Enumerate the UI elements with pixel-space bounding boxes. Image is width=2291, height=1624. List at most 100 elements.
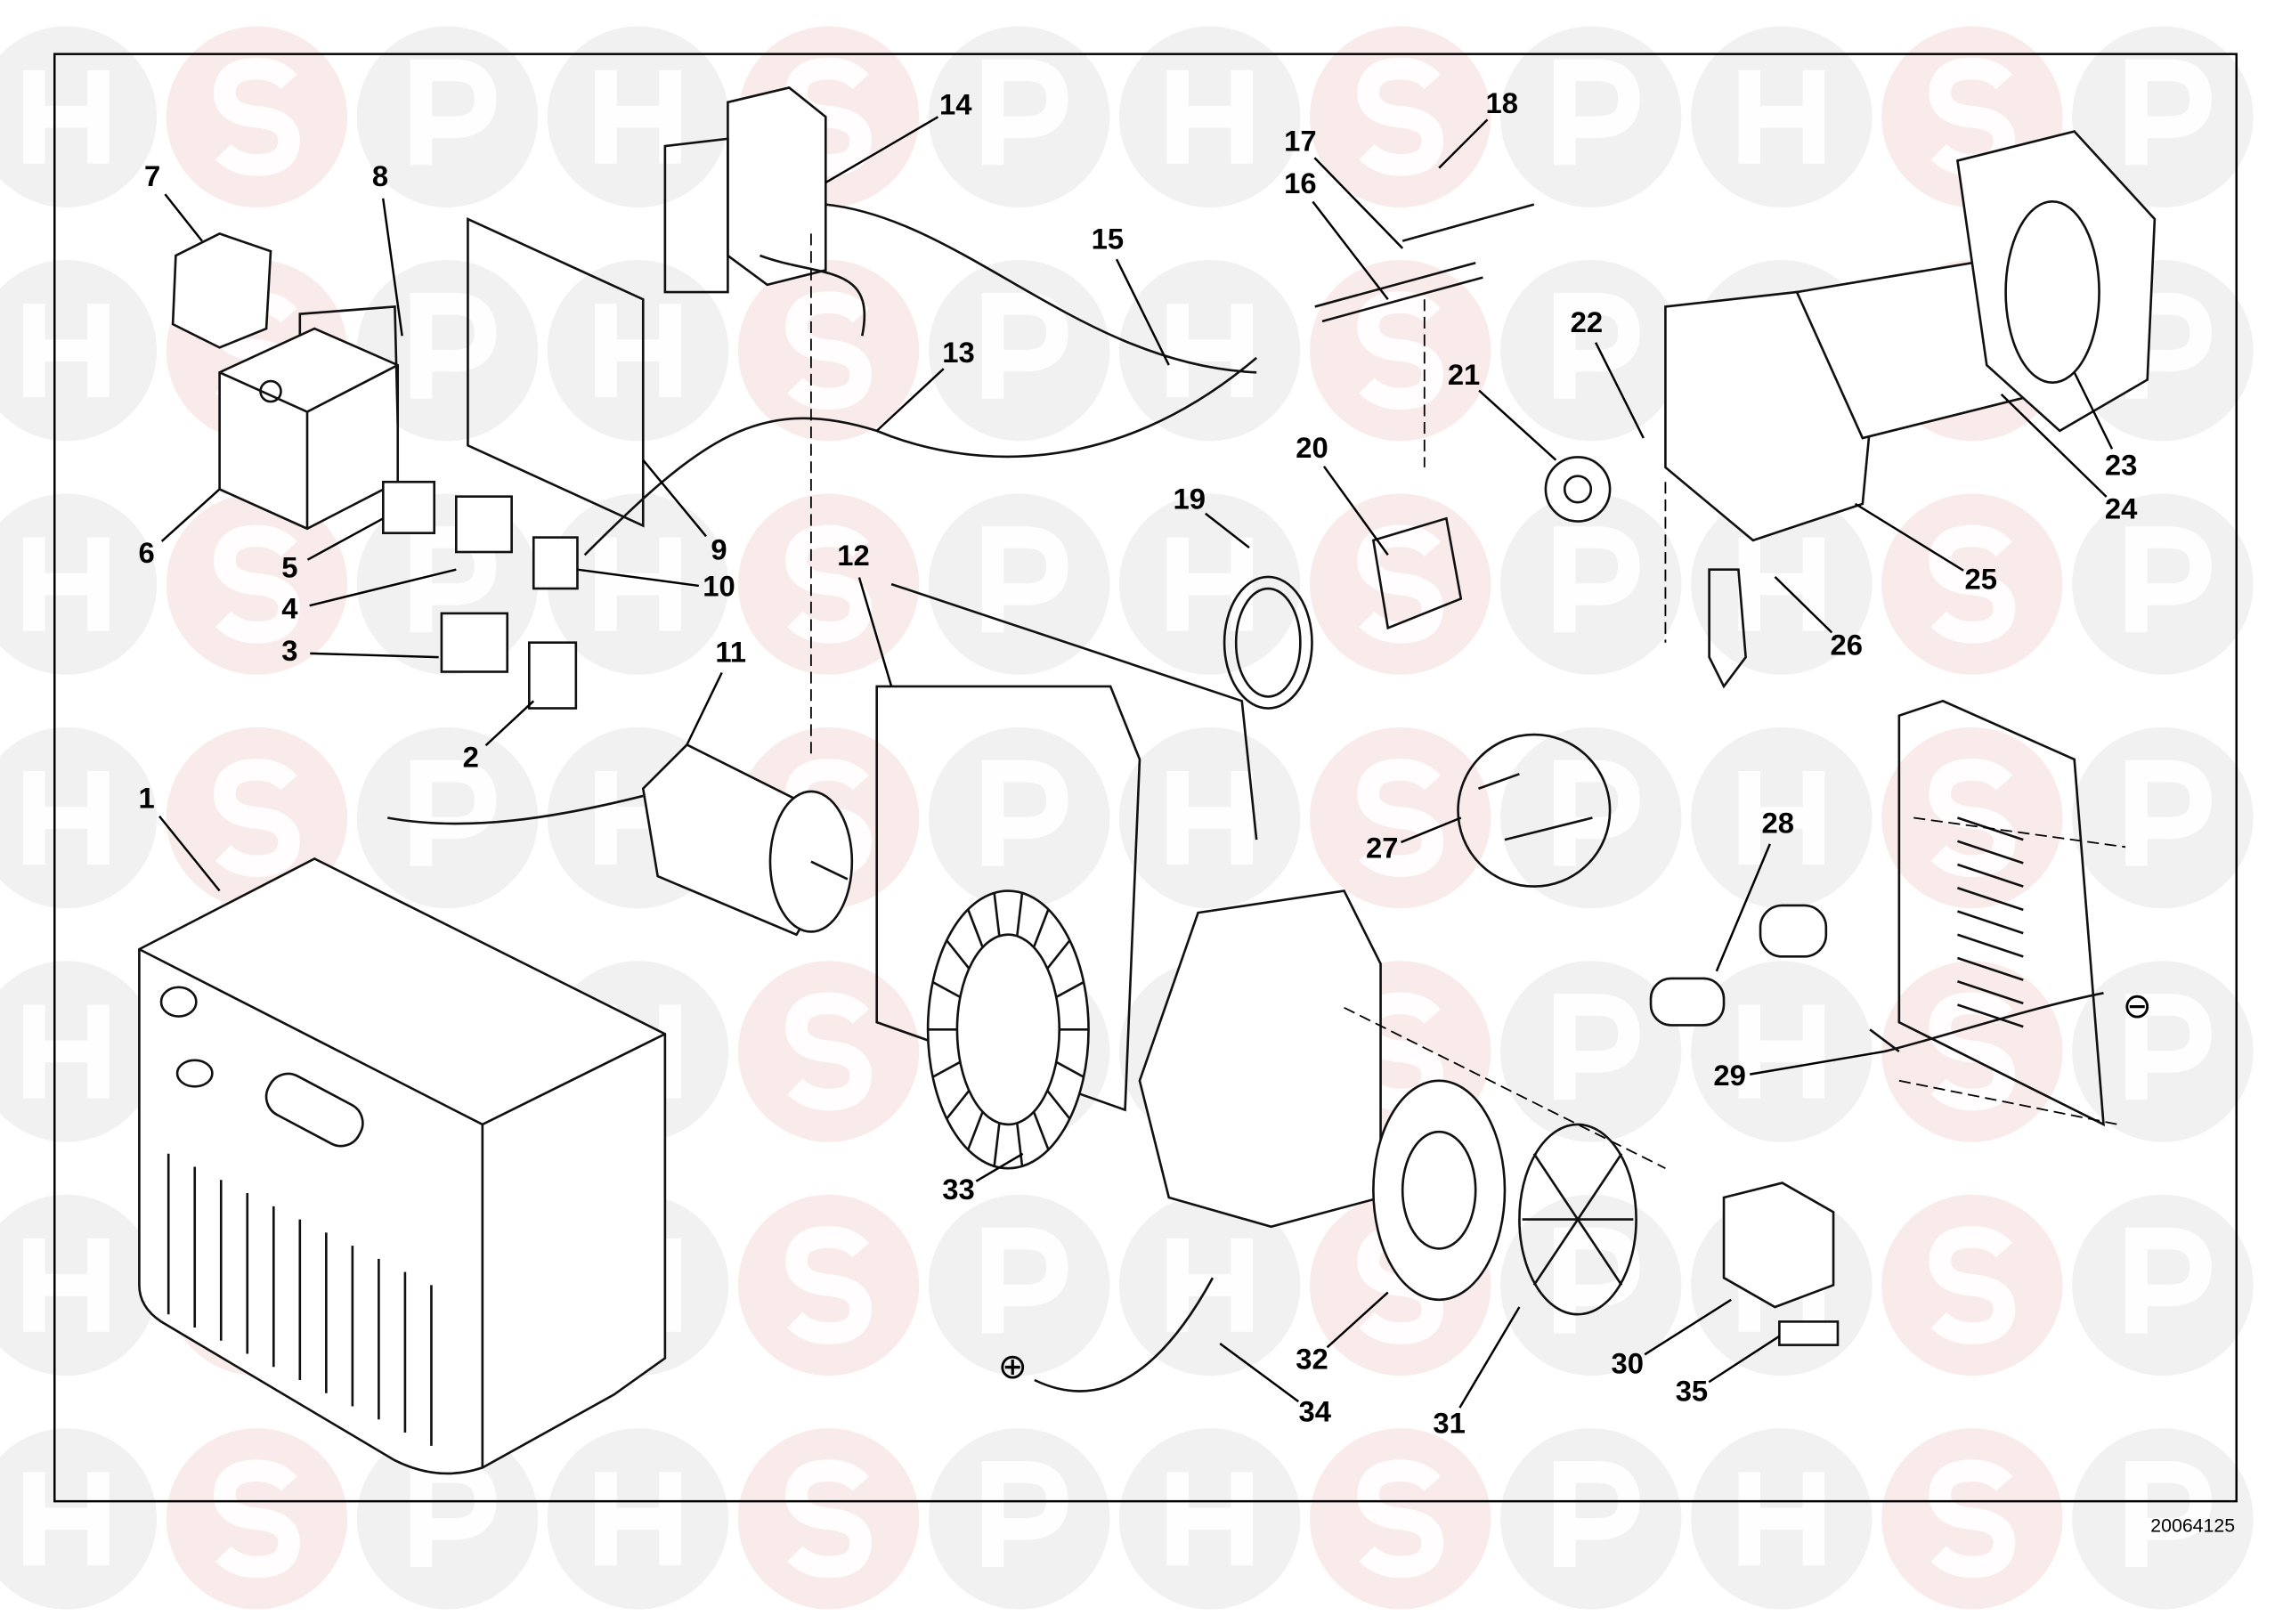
part-5-connector: [381, 480, 436, 534]
callout-1[interactable]: 1: [138, 782, 154, 815]
watermark-letter-h: [1166, 1472, 1254, 1566]
fan-blade: [1055, 980, 1085, 999]
leader-line: [1715, 843, 1771, 972]
callout-35[interactable]: 35: [1676, 1374, 1708, 1407]
fan-blade: [966, 1111, 984, 1150]
watermark-letter-s: [214, 57, 300, 176]
cover-slot: [1957, 887, 2024, 912]
fan-blade: [1032, 1111, 1050, 1150]
callout-31[interactable]: 31: [1433, 1407, 1465, 1440]
part-board: [467, 216, 645, 528]
leader-line: [164, 193, 203, 242]
part-4-connector: [455, 495, 513, 554]
leader-line: [1750, 1050, 1885, 1076]
watermark-letter-s: [785, 57, 872, 176]
fan-blade: [993, 1123, 1001, 1166]
watermark-letter-h: [595, 69, 681, 164]
watermark-letter-h: [22, 1004, 110, 1099]
cover-slot: [1957, 910, 2024, 935]
leader-line: [160, 488, 221, 542]
leader-line: [975, 1152, 1024, 1182]
watermark-letter-h: [22, 304, 110, 398]
callout-3[interactable]: 3: [281, 634, 297, 667]
callout-19[interactable]: 19: [1173, 482, 1205, 515]
watermark-letter-s: [1357, 759, 1444, 877]
callout-4[interactable]: 4: [281, 591, 298, 624]
callout-17[interactable]: 17: [1284, 124, 1316, 157]
watermark-letter-p: [1553, 526, 1640, 633]
fan-blade: [1032, 908, 1050, 948]
watermark-letter-s: [214, 524, 300, 644]
callout-2[interactable]: 2: [463, 741, 479, 774]
fan-blade: [993, 892, 1001, 937]
watermark-letter-p: [981, 526, 1068, 633]
watermark-letter-s: [1929, 1459, 2016, 1579]
watermark-letter-p: [410, 59, 497, 166]
callout-13[interactable]: 13: [942, 336, 974, 369]
leader-line: [2073, 371, 2114, 450]
callout-6[interactable]: 6: [138, 536, 154, 569]
callout-25[interactable]: 25: [1964, 562, 1996, 595]
negative-terminal-symbol: ⊖: [2123, 986, 2152, 1027]
watermark-letter-p: [2125, 994, 2212, 1100]
leader-line: [1322, 466, 1389, 556]
watermark-letter-h: [1166, 304, 1254, 398]
callout-24[interactable]: 24: [2105, 492, 2138, 525]
watermark-letter-h: [1166, 771, 1254, 865]
callout-8[interactable]: 8: [372, 159, 388, 192]
leader-line: [1219, 1343, 1300, 1403]
callout-29[interactable]: 29: [1713, 1059, 1745, 1092]
watermark-letter-s: [1357, 57, 1444, 176]
callout-22[interactable]: 22: [1571, 305, 1603, 338]
watermark-letter-s: [1929, 759, 2016, 877]
part-air-box: [1138, 889, 1382, 1229]
callout-12[interactable]: 12: [837, 539, 869, 572]
watermark-letter-p: [1553, 759, 1640, 866]
watermark-letter-p: [981, 759, 1068, 866]
watermark-letter-s: [785, 524, 872, 644]
callout-11[interactable]: 11: [715, 635, 746, 668]
leader-lines: [158, 116, 2114, 1409]
callout-15[interactable]: 15: [1092, 222, 1124, 255]
part-casing: [138, 857, 667, 1475]
callout-5[interactable]: 5: [281, 550, 297, 583]
watermark-letter-p: [981, 59, 1068, 166]
fan-blade: [1015, 892, 1024, 937]
leader-line: [1478, 389, 1557, 461]
watermark-letter-p: [1553, 59, 1640, 166]
callout-27[interactable]: 27: [1366, 831, 1398, 864]
leader-line: [1401, 816, 1462, 844]
part-11-motor: [386, 743, 854, 937]
callout-21[interactable]: 21: [1448, 358, 1480, 391]
leader-line: [1438, 118, 1489, 169]
callout-30[interactable]: 30: [1612, 1346, 1644, 1379]
callout-23[interactable]: 23: [2105, 449, 2137, 482]
callout-34[interactable]: 34: [1299, 1394, 1332, 1427]
callout-10[interactable]: 10: [703, 570, 735, 603]
watermark-letter-h: [22, 1472, 110, 1566]
callout-20[interactable]: 20: [1296, 431, 1328, 464]
callout-33[interactable]: 33: [942, 1173, 974, 1206]
callout-18[interactable]: 18: [1485, 86, 1517, 119]
fan-blade: [1046, 1090, 1071, 1120]
watermark-letter-s: [1929, 992, 2016, 1111]
part-rear-cover: [1897, 699, 2105, 1127]
part-7-transformer: [171, 232, 272, 349]
watermark-letter-p: [410, 759, 497, 866]
callout-7[interactable]: 7: [144, 159, 160, 192]
callout-9[interactable]: 9: [711, 533, 727, 566]
watermark-letter-h: [1738, 1004, 1825, 1099]
watermark-letter-s: [1357, 1459, 1444, 1579]
watermark-letter-h: [22, 537, 110, 631]
callout-26[interactable]: 26: [1831, 628, 1863, 661]
callout-32[interactable]: 32: [1296, 1342, 1328, 1375]
watermark-letter-p: [2125, 759, 2212, 866]
watermark-letter-s: [214, 1459, 300, 1579]
callout-14[interactable]: 14: [939, 87, 972, 120]
part-20-electrode-holder: [1371, 516, 1463, 630]
watermark-letter-s: [785, 1225, 872, 1344]
part-19-clamp: [1223, 575, 1313, 710]
watermark-letter-h: [22, 1238, 110, 1332]
callout-28[interactable]: 28: [1761, 806, 1793, 839]
callout-16[interactable]: 16: [1284, 166, 1316, 199]
